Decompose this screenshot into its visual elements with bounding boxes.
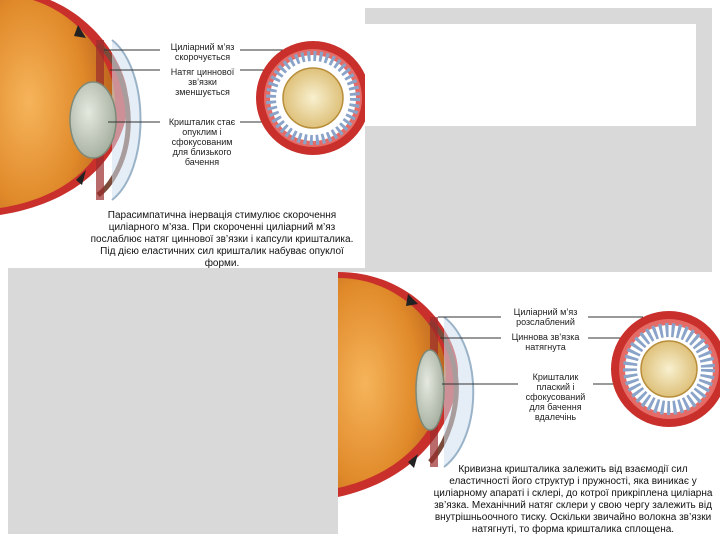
eyeball-cross-section bbox=[0, 0, 142, 215]
near-vision-illustration bbox=[0, 0, 365, 215]
content-area bbox=[8, 268, 338, 534]
lens-convex bbox=[69, 81, 117, 159]
near-vision-figure: Циліарний м’яз скорочується Натяг циннов… bbox=[0, 0, 365, 268]
far-vision-figure: Циліарний м’яз розслаблений Циннова зв’я… bbox=[338, 272, 720, 540]
label-zonule-reduced: Натяг циннової зв’язки зменшується bbox=[170, 67, 235, 97]
ciliary-ring-near bbox=[256, 41, 365, 155]
title-placeholder bbox=[330, 24, 696, 126]
ciliary-ring-far bbox=[611, 311, 720, 427]
eyeball-cross-section bbox=[338, 272, 475, 497]
lens-flat bbox=[415, 349, 445, 431]
label-ciliary-contracted: Циліарний м’яз скорочується bbox=[170, 42, 235, 62]
caption-near-vision: Парасимпатична інервація стимулює скороч… bbox=[90, 210, 354, 268]
label-lens-flat: Кришталик плаский і сфокусований для бач… bbox=[525, 372, 586, 422]
label-zonule-taut: Циннова зв’язка натягнута bbox=[511, 332, 580, 352]
caption-far-vision: Кривизна кришталика залежить від взаємод… bbox=[433, 464, 713, 535]
far-vision-illustration bbox=[338, 272, 720, 497]
label-ciliary-relaxed: Циліарний м’яз розслаблений bbox=[513, 307, 578, 327]
label-lens-convex: Кришталик стає опуклим і сфокусованим дл… bbox=[168, 117, 236, 167]
